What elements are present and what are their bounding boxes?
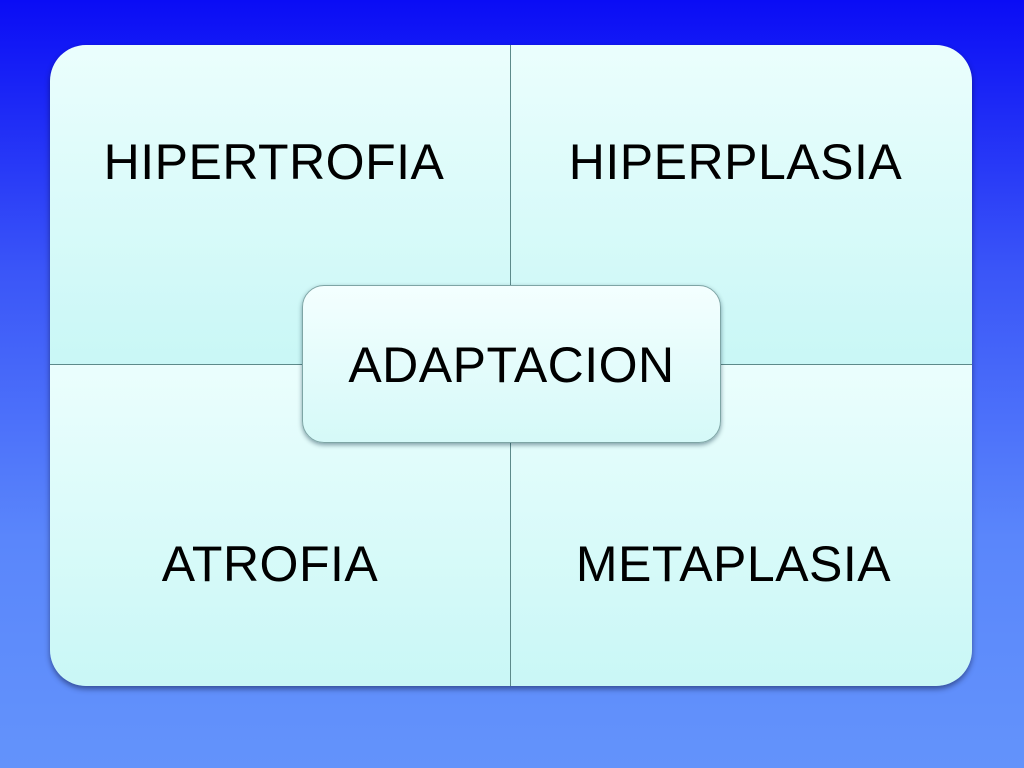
quadrant-label-hiperplasia: HIPERPLASIA [568,134,903,190]
center-label-adaptacion: ADAPTACION [348,337,675,393]
quadrant-label-atrofia: ATROFIA [161,536,379,592]
quadrant-bottom-right: METAPLASIA [511,365,972,686]
quadrant-label-metaplasia: METAPLASIA [575,536,892,592]
quadrant-top-right: HIPERPLASIA [511,45,972,365]
quadrant-label-hipertrofia: HIPERTROFIA [103,134,445,190]
matrix-diagram: HIPERTROFIA HIPERPLASIA ATROFIA METAPLAS… [50,45,972,686]
center-box: ADAPTACION [302,285,721,443]
